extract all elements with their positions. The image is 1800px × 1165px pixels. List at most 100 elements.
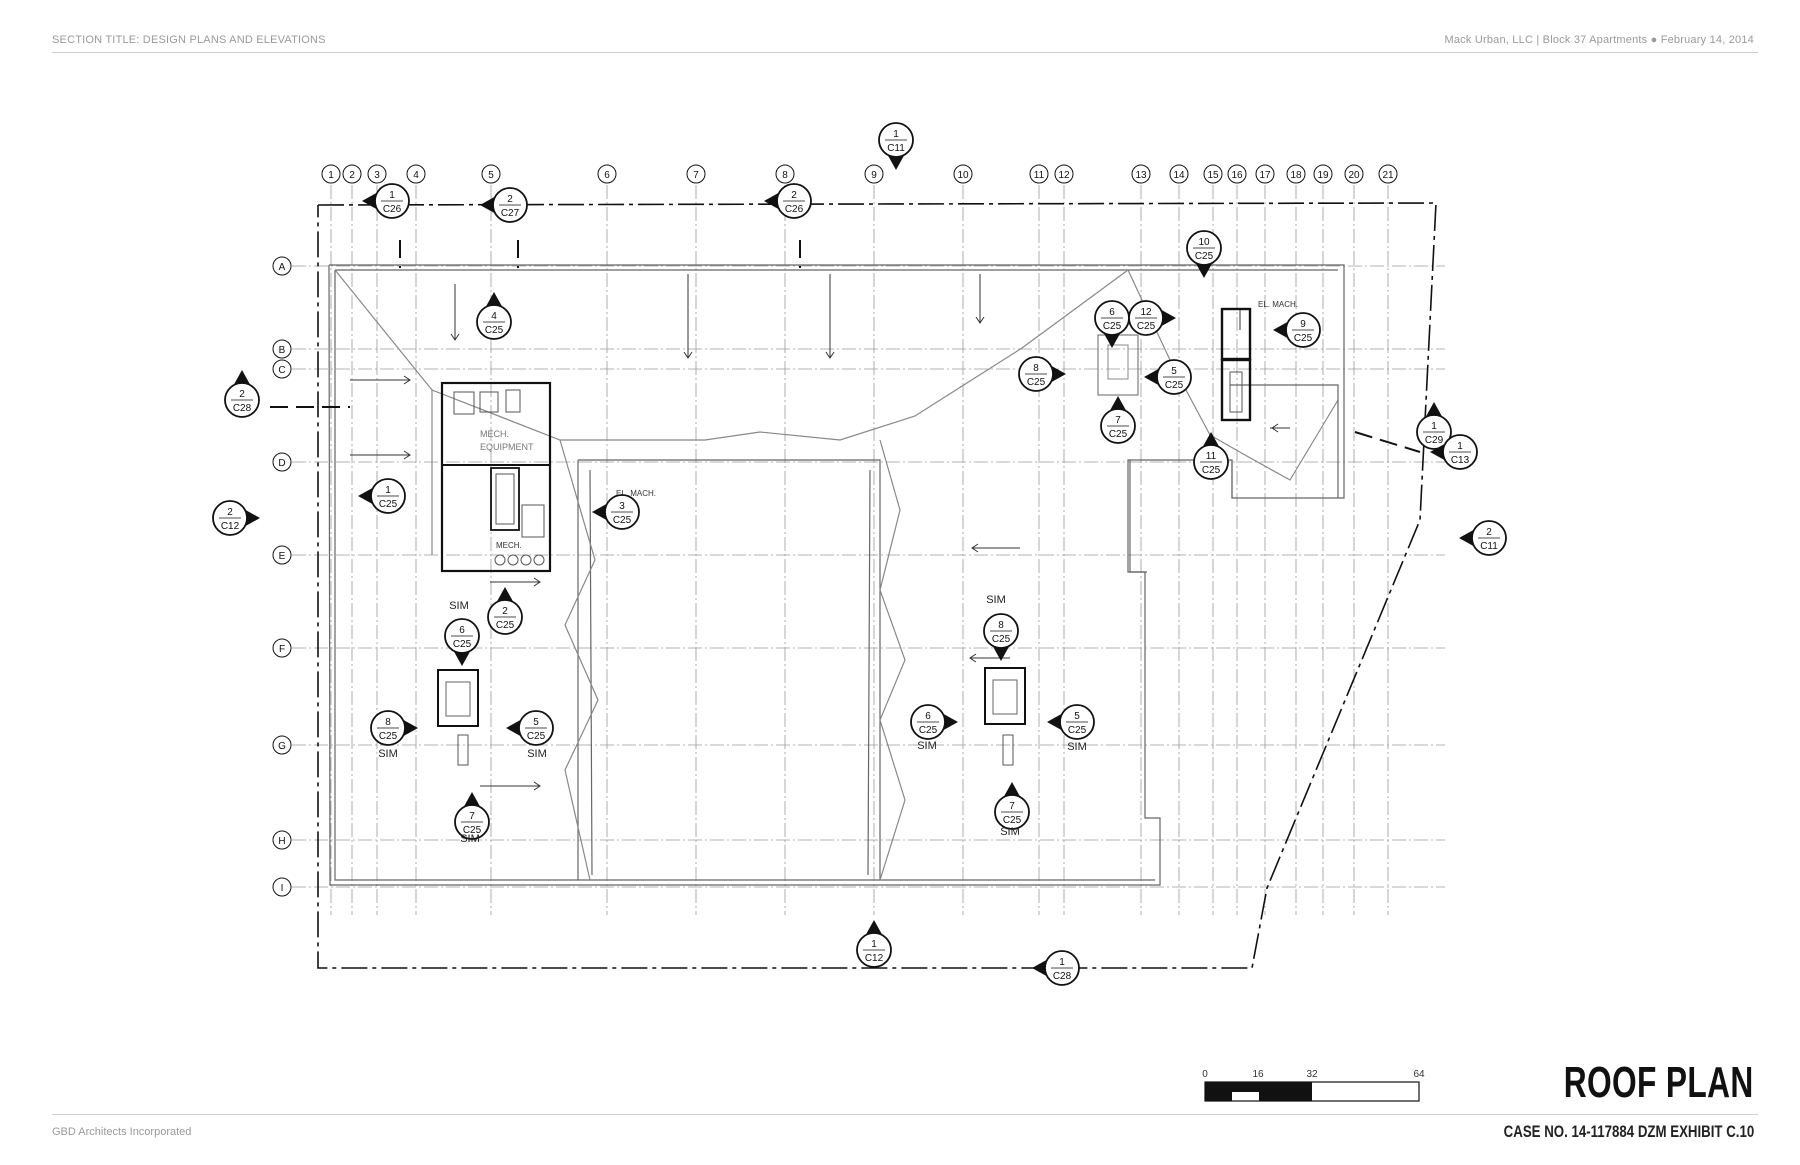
drainage-arrows [350,274,1290,791]
grid-bubble-col-6: 6 [597,164,617,184]
grid-label-col-9: 9 [871,170,877,181]
grid-label-col-13: 13 [1135,170,1147,181]
label-el-mach-right: EL. MACH. [1258,300,1298,309]
callout-sheet: C13 [1451,455,1470,466]
callout-number: 11 [1206,451,1217,462]
grid-bubble-col-13: 13 [1131,164,1151,184]
grid-bubble-row-B: B [272,339,292,359]
grid-label-col-21: 21 [1382,170,1394,181]
header-project-info: Mack Urban, LLC | Block 37 Apartments ● … [1444,34,1754,46]
grid-label-col-15: 15 [1207,170,1219,181]
grid-label-col-4: 4 [413,170,419,181]
callout-number: 5 [1171,366,1177,377]
grid-label-row-H: H [278,836,285,847]
building-outline [328,264,1345,886]
callout-number: 2 [507,194,513,205]
callout-number: 8 [385,717,391,728]
callout-sheet: C12 [221,521,240,532]
callout-number: 7 [469,811,475,822]
label-mech-1: MECH. [480,429,509,439]
callout-sheet: C11 [1480,541,1498,552]
grid-label-col-20: 20 [1348,170,1360,181]
grid-lines [292,185,1445,915]
sim-label: SIM [1000,826,1020,838]
callout-sheet: C25 [527,731,546,742]
callout-number: 5 [1074,711,1080,722]
callout-sheet: C25 [1195,251,1214,262]
grid-bubble-col-20: 20 [1344,164,1364,184]
callout-number: 1 [1457,441,1463,452]
header-rule [52,52,1758,53]
callout-number: 2 [1486,527,1492,538]
grid-bubble-col-17: 17 [1255,164,1275,184]
grid-label-col-1: 1 [328,170,334,181]
callout-sheet: C26 [383,204,402,215]
callout-sheet: C25 [453,639,472,650]
callout-number: 6 [925,711,931,722]
callout-sheet: C25 [1109,429,1128,440]
callout-number: 10 [1198,237,1210,248]
callout-sheet: C25 [613,515,632,526]
grid-bubble-col-18: 18 [1286,164,1306,184]
callout-sheet: C25 [463,825,482,836]
section-cut-lines [270,240,1421,453]
callout-sheet: C25 [1165,380,1184,391]
callout-number: 3 [619,501,625,512]
header-section-title: SECTION TITLE: DESIGN PLANS AND ELEVATIO… [52,34,326,46]
grid-label-row-A: A [279,262,286,273]
callout-sheet: C25 [379,731,398,742]
grid-label-row-E: E [279,551,286,562]
grid-label-col-5: 5 [488,170,494,181]
scale-label-0: 0 [1202,1069,1208,1080]
grid-bubble-row-A: A [272,256,292,276]
site-boundary [317,202,1437,969]
scale-label-64: 64 [1413,1069,1425,1080]
grid-label-col-10: 10 [957,170,969,181]
label-el-mach-left: EL. MACH. [616,489,656,498]
grid-bubble-row-G: G [272,735,292,755]
callout-number: 2 [791,190,797,201]
callout-number: 7 [1009,801,1015,812]
grid-label-col-16: 16 [1231,170,1243,181]
grid-label-col-2: 2 [349,170,355,181]
scale-label-32: 32 [1306,1069,1318,1080]
callout-sheet: C25 [1003,815,1022,826]
callout-number: 1 [1431,421,1437,432]
grid-label-col-18: 18 [1290,170,1302,181]
footer-rule [52,1114,1758,1115]
sim-label: SIM [986,594,1006,606]
grid-label-col-19: 19 [1317,170,1329,181]
scale-bar: 0 16 32 64 [1202,1069,1425,1102]
grid-bubble-col-8: 8 [775,164,795,184]
callout-number: 1 [871,939,877,950]
callout-sheet: C28 [233,403,252,414]
grid-bubble-row-C: C [272,359,292,379]
callout-number: 12 [1140,307,1152,318]
grid-bubble-row-I: I [272,877,292,897]
grid-bubble-col-15: 15 [1203,164,1223,184]
sim-label: SIM [917,740,937,752]
grid-bubble-col-10: 10 [953,164,973,184]
mech-equipment-area: MECH. EQUIPMENT MECH. EL. MACH. [440,381,656,573]
sim-label: SIM [449,600,469,612]
grid-bubble-col-12: 12 [1054,164,1074,184]
grid-label-col-7: 7 [693,170,699,181]
callout-number: 6 [1109,307,1115,318]
grid-bubble-col-11: 11 [1029,164,1049,184]
callout-number: 5 [533,717,539,728]
callout-number: 9 [1300,319,1306,330]
grid-bubble-row-H: H [272,830,292,850]
